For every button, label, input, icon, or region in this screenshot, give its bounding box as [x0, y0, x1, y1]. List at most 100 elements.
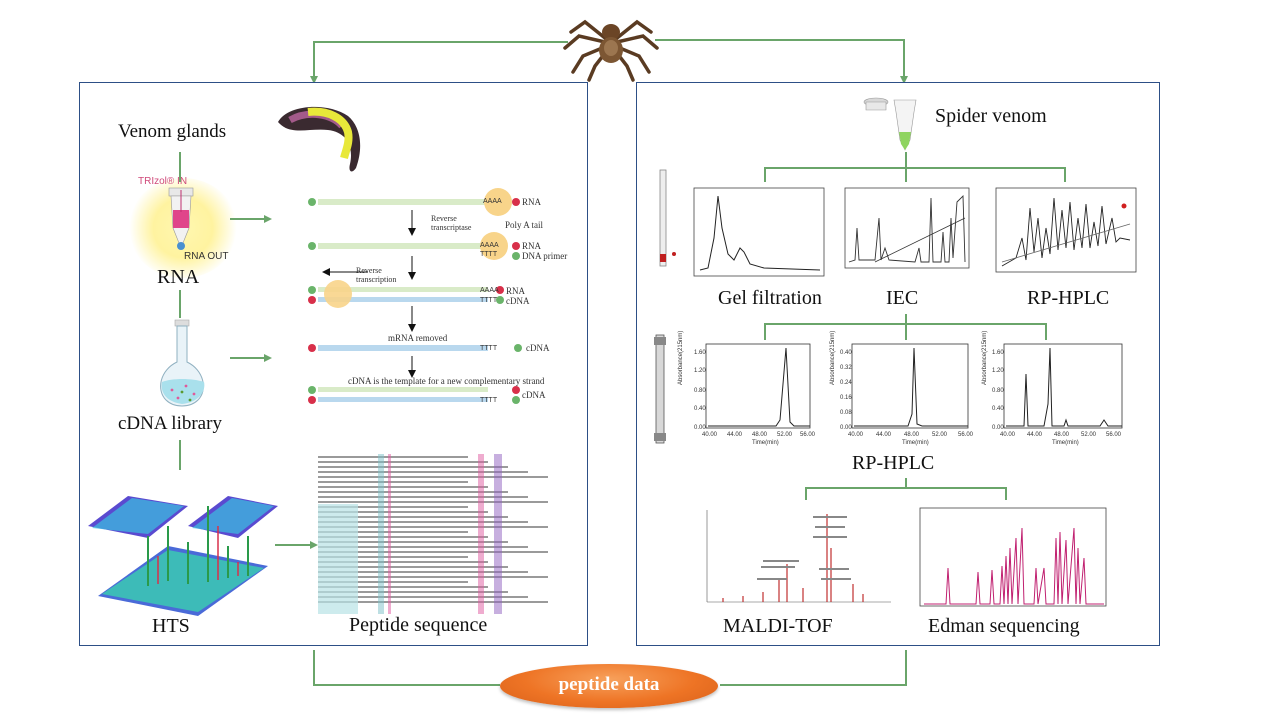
dna-primer-label: DNA primer	[522, 251, 568, 261]
cdna-tag-2: cDNA	[526, 343, 550, 353]
alignment-row	[318, 591, 508, 593]
chrom1-x2: 44.00	[727, 432, 743, 438]
alignment-row	[318, 481, 468, 483]
alignment-row	[318, 596, 528, 598]
alignment-row	[318, 526, 548, 528]
chromatogram-3	[1003, 343, 1123, 429]
alignment-row	[318, 551, 548, 553]
chrom2-ylabel: Absorbance(215nm)	[830, 330, 836, 385]
rna-tag-3: RNA	[506, 286, 526, 296]
poly-a-2: AAAA	[480, 242, 499, 249]
peptide-alignment	[318, 454, 548, 614]
chrom2-y1: 0.40	[840, 350, 852, 356]
alignment-row	[318, 541, 508, 543]
mrna-removed-label: mRNA removed	[388, 333, 448, 343]
cdna-tag-3: cDNA	[522, 390, 546, 400]
rna-out-label: RNA OUT	[184, 251, 229, 262]
eppendorf-icon	[863, 97, 917, 151]
alignment-row	[318, 496, 528, 498]
left-to-pill-line	[313, 650, 500, 686]
peptide-data-pill: peptide data	[500, 664, 718, 708]
chrom3-y5: 0.00	[992, 425, 1004, 431]
edman-chart	[919, 507, 1107, 607]
column-icon-2	[654, 334, 666, 444]
chrom2-y2: 0.32	[840, 365, 852, 371]
alignment-row	[318, 586, 488, 588]
cdna-tag-1: cDNA	[506, 296, 530, 306]
alignment-row	[318, 476, 548, 478]
gel-filtration-chart	[693, 187, 825, 277]
chrom2-x5: 56.00	[958, 432, 974, 438]
spider-venom-label: Spider venom	[935, 105, 1047, 127]
chrom1-x3: 48.00	[752, 432, 768, 438]
alignment-row	[318, 466, 508, 468]
edman-label: Edman sequencing	[928, 615, 1080, 637]
chrom2-y3: 0.24	[840, 380, 852, 386]
chrom3-xlabel: Time(min)	[1052, 440, 1079, 446]
cdna-library-label: cDNA library	[118, 413, 222, 434]
alignment-row	[318, 601, 548, 603]
chrom3-y2: 1.20	[992, 368, 1004, 374]
trizol-label: TRIzol® IN	[138, 176, 188, 187]
chrom3-x4: 52.00	[1081, 432, 1097, 438]
hts-label: HTS	[152, 615, 190, 637]
alignment-row	[318, 516, 508, 518]
alignment-row	[318, 471, 528, 473]
rp-hplc-top-chart	[995, 187, 1137, 273]
poly-a-tail-label: Poly A tail	[505, 220, 544, 230]
reverse-transcriptase-label: Reverse transcriptase	[431, 214, 472, 232]
iec-label: IEC	[886, 287, 919, 309]
cdna-synthesis-diagram	[308, 188, 522, 404]
chrom1-x5: 56.00	[800, 432, 816, 438]
chrom2-xlabel: Time(min)	[902, 440, 929, 446]
gel-filtration-label: Gel filtration	[718, 287, 822, 309]
alignment-row	[318, 486, 488, 488]
peptide-sequence-label: Peptide sequence	[349, 614, 488, 636]
poly-t-3: TTTT	[480, 345, 498, 352]
venom-glands-label: Venom glands	[118, 121, 227, 142]
alignment-row	[318, 501, 548, 503]
poly-t-2: TTTT	[480, 297, 498, 304]
maldi-tof-chart	[706, 510, 891, 603]
chrom2-x1: 40.00	[848, 432, 864, 438]
alignment-row	[318, 576, 548, 578]
poly-t-4: TTTT	[480, 397, 498, 404]
flask-icon	[160, 319, 205, 407]
alignment-row	[318, 546, 528, 548]
alignment-row	[318, 531, 468, 533]
chrom2-y4: 0.16	[840, 395, 852, 401]
spider-to-right-arrow	[655, 39, 908, 84]
alignment-row	[318, 536, 488, 538]
alignment-row	[318, 566, 508, 568]
rna-tag-1: RNA	[522, 197, 542, 207]
reverse-transcription-label: Reverse transcription	[356, 266, 397, 284]
chrom3-y1: 1.60	[992, 350, 1004, 356]
chromatogram-2	[851, 343, 969, 429]
chrom3-ylabel: Absorbance(215nm)	[982, 330, 988, 385]
chrom3-x5: 56.00	[1106, 432, 1122, 438]
tube-icon	[168, 187, 194, 250]
venom-gland-icon	[278, 106, 361, 172]
poly-t-1: TTTT	[480, 251, 498, 258]
poly-a-1: AAAA	[483, 198, 502, 205]
alignment-row	[318, 506, 468, 508]
chrom2-y6: 0.00	[840, 425, 852, 431]
chrom1-x4: 52.00	[777, 432, 793, 438]
rp-hplc-mid-label: RP-HPLC	[852, 452, 935, 474]
column-icon	[659, 169, 676, 267]
chrom1-y5: 0.00	[694, 425, 706, 431]
alignment-row	[318, 556, 468, 558]
chrom3-x1: 40.00	[1000, 432, 1016, 438]
alignment-row	[318, 581, 468, 583]
chrom1-y4: 0.40	[694, 406, 706, 412]
iec-chart	[844, 187, 970, 269]
chrom3-y3: 0.80	[992, 388, 1004, 394]
peptide-data-label: peptide data	[558, 674, 660, 695]
alignment-row	[318, 456, 468, 458]
chrom1-y2: 1.20	[694, 368, 706, 374]
alignment-row	[318, 491, 508, 493]
chrom2-x2: 44.00	[876, 432, 892, 438]
spider-icon	[563, 19, 659, 82]
chrom2-x4: 52.00	[932, 432, 948, 438]
